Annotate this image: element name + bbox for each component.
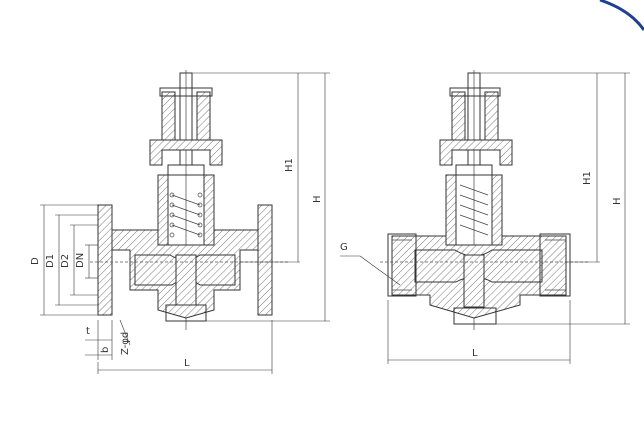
label-l-left: L [184,358,190,369]
label-z-phi-d: Z-φd [120,332,131,355]
label-dn: DN [75,253,86,268]
label-g: G [340,242,348,253]
thread-end-right [539,233,571,297]
label-d2: D2 [60,254,71,268]
bonnet-right [439,139,513,166]
label-l-right: L [472,348,478,359]
label-h1-right: H1 [582,171,593,185]
corner-accent [599,0,644,31]
label-h-right: H [612,197,623,205]
spring-left [169,192,203,238]
flanged-valve [40,70,330,374]
label-h1-left: H1 [284,158,295,172]
label-d1: D1 [45,254,56,268]
flange-right [257,204,273,316]
threaded-valve [340,70,630,364]
flange-left [97,204,113,316]
thread-end-left [387,233,417,297]
bonnet-left [149,139,223,166]
label-h-left: H [312,195,323,203]
spring-right [459,184,489,236]
label-b: b [100,347,111,353]
bonnet-nut-left [161,91,176,141]
label-d: D [30,257,41,265]
label-t: t [86,326,90,337]
